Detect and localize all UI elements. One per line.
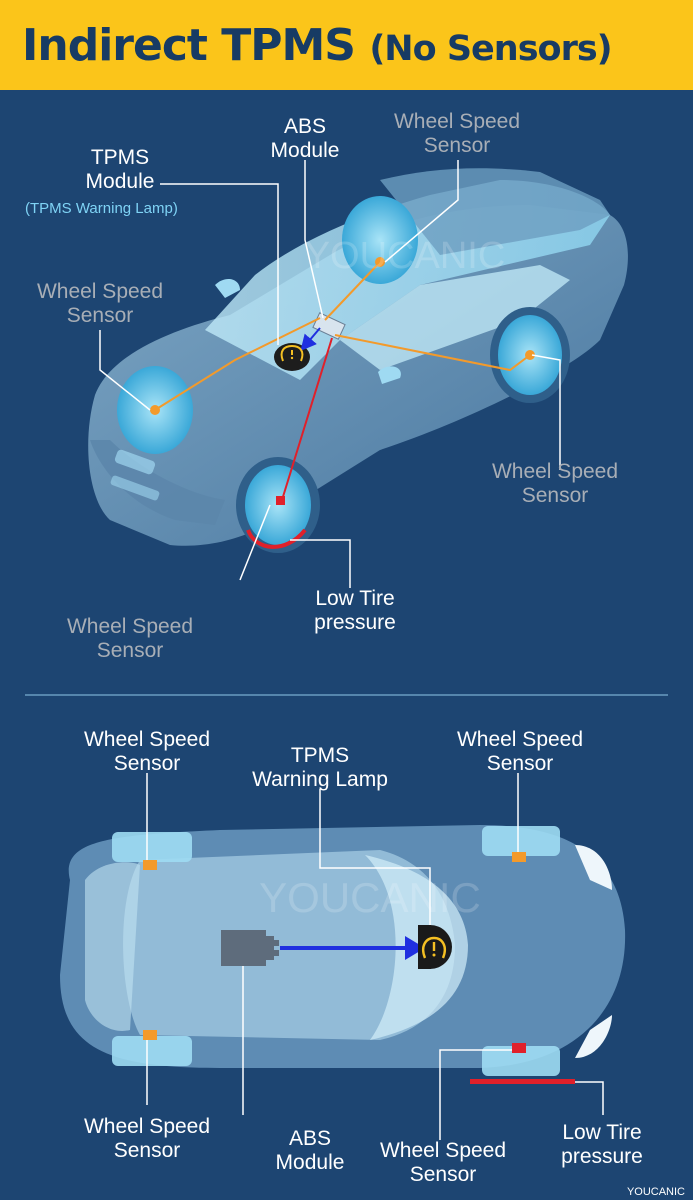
sensor-dot-rear-right: [525, 350, 535, 360]
watermark-bottom: YOUCANIC: [259, 874, 481, 921]
signal-arrow-head: [405, 936, 425, 960]
label-tpms-module: TPMS Module: [85, 146, 155, 193]
bottom-car: [60, 825, 626, 1084]
label-tpms-warning-lamp: TPMS Warning Lamp: [252, 744, 388, 791]
wire-abs-front-left: [154, 317, 321, 411]
watermark-top: YOUCANIC: [305, 235, 506, 277]
wheel-top-right: [482, 826, 560, 856]
tpms-warning-lamp-icon: [418, 925, 452, 969]
wheel-top-left: [112, 832, 192, 862]
signal-arrow-top: [300, 327, 321, 352]
wheel-rear-left: [342, 196, 418, 284]
title-main: Indirect TPMS: [22, 19, 356, 71]
label-abs-module-top: ABS Module: [270, 115, 340, 162]
car-mirror-right: [378, 366, 401, 384]
car-rear-glass-top: [85, 862, 140, 1031]
low-pressure-tire-highlight: [246, 528, 307, 549]
sensor-dot-front-left: [150, 405, 160, 415]
page-title: Indirect TPMS (No Sensors): [22, 19, 613, 71]
sensor-top-right: [512, 852, 526, 862]
label-low-tire-pressure-top: Low Tire pressure: [314, 587, 396, 634]
title-paren: (No Sensors): [369, 28, 612, 69]
label-wheel-speed-sensor-front-bottom: Wheel Speed Sensor: [66, 615, 194, 662]
label-wheel-speed-sensor-bottom-left: Wheel Speed Sensor: [83, 1115, 211, 1162]
wire-abs-rear-left: [324, 261, 381, 321]
label-low-tire-pressure-bottom: Low Tire pressure: [561, 1121, 643, 1168]
sensor-dot-front-right-low: [276, 496, 285, 505]
low-pressure-bar: [470, 1079, 575, 1084]
label-abs-module-bottom: ABS Module: [275, 1127, 345, 1174]
car-side-window: [340, 265, 570, 370]
car-grille: [110, 475, 160, 501]
car-cabin-top: [123, 850, 455, 1040]
label-wheel-speed-sensor-top-right: Wheel Speed Sensor: [456, 728, 584, 775]
wire-abs-rear-right: [334, 334, 531, 372]
abs-module-icon: [221, 930, 279, 966]
sensor-bottom-left: [143, 1030, 157, 1040]
bottom-leader-lines: [146, 773, 604, 1140]
tpms-warning-lamp-icon: [280, 344, 304, 362]
headlight-bottom: [575, 1015, 612, 1058]
car-mirror-left: [215, 278, 240, 298]
sensor-dot-rear-left: [375, 257, 385, 267]
wire-abs-front-right: [281, 337, 333, 501]
top-car: [88, 168, 628, 553]
label-wheel-speed-sensor-front-left: Wheel Speed Sensor: [36, 280, 164, 327]
sensor-top-left: [143, 860, 157, 870]
label-wheel-speed-sensor-rear-top: Wheel Speed Sensor: [393, 110, 521, 157]
wheel-bottom-right: [482, 1046, 560, 1076]
car-headlight: [114, 449, 156, 475]
top-leader-lines: [99, 160, 561, 588]
label-tpms-warning-lamp-note: (TPMS Warning Lamp): [25, 200, 178, 217]
label-wheel-speed-sensor-top-left: Wheel Speed Sensor: [83, 728, 211, 775]
credit: YOUCANIC: [626, 1186, 685, 1198]
sensor-bottom-right-low: [512, 1043, 526, 1053]
car-roof: [380, 168, 610, 255]
title-banner: Indirect TPMS (No Sensors): [0, 0, 693, 90]
wheel-bottom-left: [112, 1036, 192, 1066]
headlight-top: [575, 845, 612, 890]
label-wheel-speed-sensor-rear-right: Wheel Speed Sensor: [491, 460, 619, 507]
label-wheel-speed-sensor-bottom-right: Wheel Speed Sensor: [379, 1139, 507, 1186]
